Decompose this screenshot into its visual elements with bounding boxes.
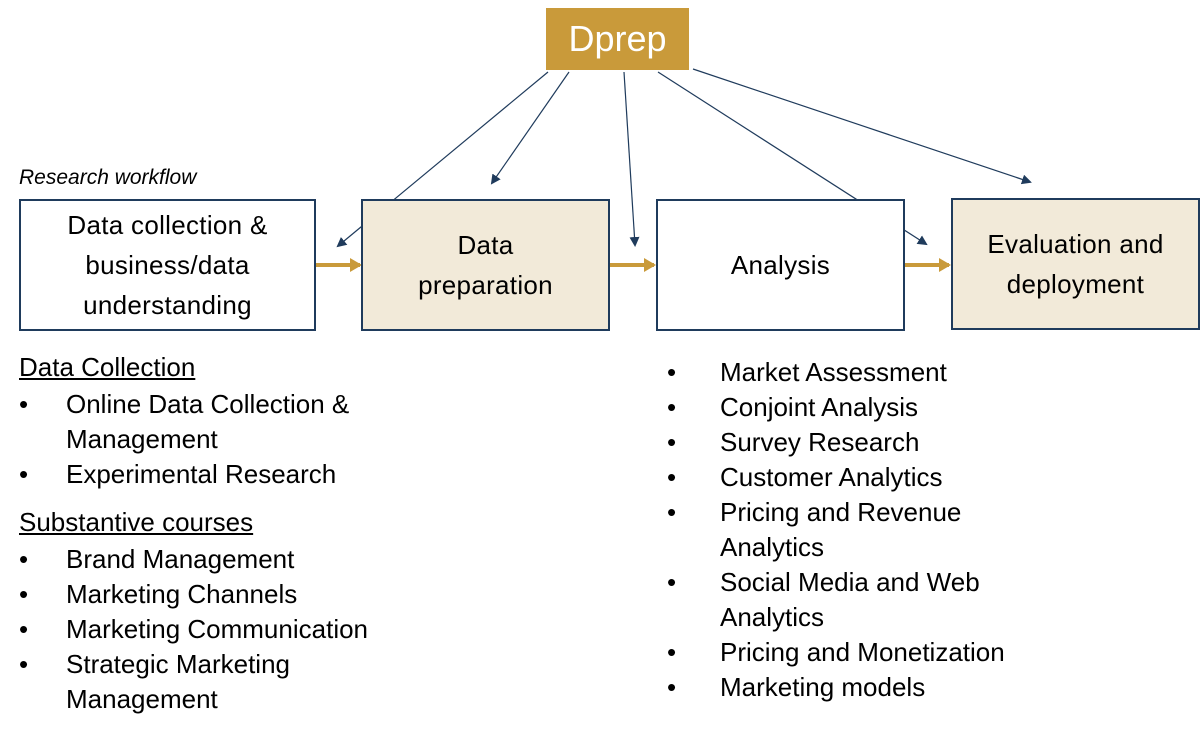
analysis-courses-list: Market Assessment Conjoint Analysis Surv… <box>667 355 1087 705</box>
list-item: Online Data Collection & Management <box>19 387 439 457</box>
section-title-substantive-courses: Substantive courses <box>19 507 254 537</box>
list-item: Market Assessment <box>667 355 1087 390</box>
substantive-courses-list: Brand Management Marketing Channels Mark… <box>19 542 459 717</box>
data-collection-list: Online Data Collection & Management Expe… <box>19 387 439 492</box>
dprep-label: Dprep <box>568 18 667 59</box>
research-workflow-label: Research workflow <box>19 166 197 189</box>
section-title-data-collection: Data Collection <box>19 352 196 382</box>
step-evaluation-label: Evaluation and deployment <box>987 229 1164 299</box>
step-data-collection-label: Data collection & business/data understa… <box>67 210 268 320</box>
list-item: Pricing and Revenue Analytics <box>667 495 1087 565</box>
step-data-preparation: Data preparation <box>361 199 610 331</box>
list-item: Pricing and Monetization <box>667 635 1087 670</box>
list-item: Marketing models <box>667 670 1087 705</box>
list-item: Conjoint Analysis <box>667 390 1087 425</box>
step-data-preparation-label: Data preparation <box>418 230 553 300</box>
step-data-collection: Data collection & business/data understa… <box>19 199 316 331</box>
list-item: Brand Management <box>19 542 459 577</box>
list-item: Marketing Channels <box>19 577 459 612</box>
step-analysis: Analysis <box>656 199 905 331</box>
list-item: Survey Research <box>667 425 1087 460</box>
list-item: Strategic Marketing Management <box>19 647 459 717</box>
dprep-arrow-to-evaluation-high <box>692 68 1032 185</box>
step-analysis-label: Analysis <box>730 250 831 280</box>
list-item: Experimental Research <box>19 457 439 492</box>
step-evaluation-deployment: Evaluation and deployment <box>951 198 1200 330</box>
dprep-badge: Dprep <box>546 8 689 70</box>
list-item: Social Media and Web Analytics <box>667 565 1087 635</box>
dprep-arrow-to-analysis <box>623 71 640 247</box>
list-item: Customer Analytics <box>667 460 1087 495</box>
list-item: Marketing Communication <box>19 612 459 647</box>
dprep-arrow-to-data-preparation <box>490 71 570 185</box>
